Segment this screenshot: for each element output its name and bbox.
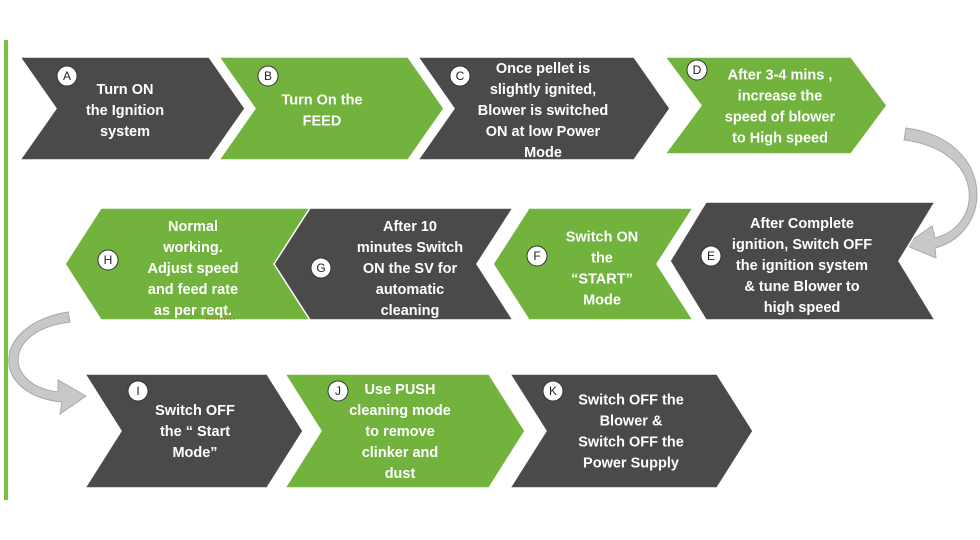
chevron-shape [283, 373, 526, 489]
step-badge-letter: C [456, 69, 465, 83]
step-badge: G [310, 257, 332, 279]
connector-arrow-row2-to-row3 [8, 311, 87, 416]
step-badge: I [127, 380, 149, 402]
step-badge: D [686, 59, 708, 81]
step-badge: A [56, 65, 78, 87]
chevron-shape [83, 373, 304, 489]
step-badge: E [700, 245, 722, 267]
step-badge-letter: K [549, 384, 557, 398]
chevron-shape [663, 56, 888, 155]
chevron-shape [492, 207, 695, 321]
step-badge: K [542, 380, 564, 402]
chevron-shape [416, 56, 671, 161]
chevron-shape [64, 207, 312, 321]
step-badge: H [97, 249, 119, 271]
step-badge: F [526, 245, 548, 267]
step-badge-letter: J [335, 384, 341, 398]
step-badge-letter: F [533, 249, 540, 263]
chevron-shape [18, 56, 246, 161]
connector-arrow-row1-to-row2 [903, 127, 978, 259]
chevron-shape [669, 201, 937, 321]
accent-bar [4, 40, 8, 500]
chevron-shape [217, 56, 445, 161]
step-badge-letter: H [104, 253, 113, 267]
connector-arrows [8, 127, 978, 416]
step-badge-letter: I [136, 384, 139, 398]
chevron-shape [508, 373, 754, 489]
step-badge-letter: D [693, 63, 702, 77]
step-badge-letter: E [707, 249, 715, 263]
step-badge-letter: G [316, 261, 325, 275]
step-badge: C [449, 65, 471, 87]
step-badge: J [327, 380, 349, 402]
step-badge-letter: A [63, 69, 71, 83]
step-badge-letter: B [264, 69, 272, 83]
step-badge: B [257, 65, 279, 87]
